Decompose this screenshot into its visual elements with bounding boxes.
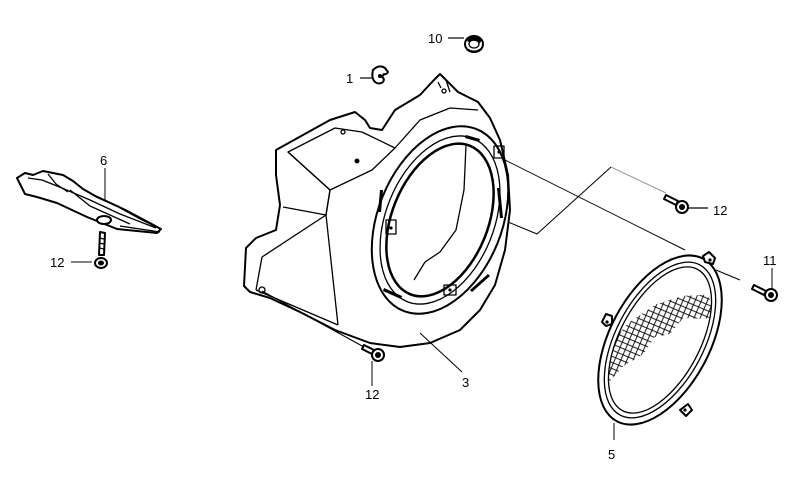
bolt-part-12-right <box>663 194 708 214</box>
callout-label-1: 1 <box>346 71 354 86</box>
bolt-part-12-left <box>71 231 108 269</box>
callout-label-5: 5 <box>608 447 616 462</box>
callout-label-10: 10 <box>428 31 443 46</box>
guide-plate-part-6 <box>16 168 162 234</box>
leader-line-3 <box>419 332 463 373</box>
callout-label-12-left: 12 <box>50 255 65 270</box>
callout-label-3: 3 <box>462 375 470 390</box>
grommet-part-10 <box>448 35 484 53</box>
bolt-part-12-bottom <box>261 290 385 386</box>
clip-part-1 <box>360 65 389 85</box>
fan-shroud-part-3 <box>243 73 511 348</box>
bolt-part-11 <box>751 268 778 302</box>
rotating-screen-part-5 <box>597 251 723 440</box>
callout-label-6: 6 <box>100 153 108 168</box>
callout-label-12-right: 12 <box>713 203 728 218</box>
callout-label-11: 11 <box>763 253 777 268</box>
assembly-lines <box>504 159 741 281</box>
callout-label-12-bottom: 12 <box>365 387 380 402</box>
